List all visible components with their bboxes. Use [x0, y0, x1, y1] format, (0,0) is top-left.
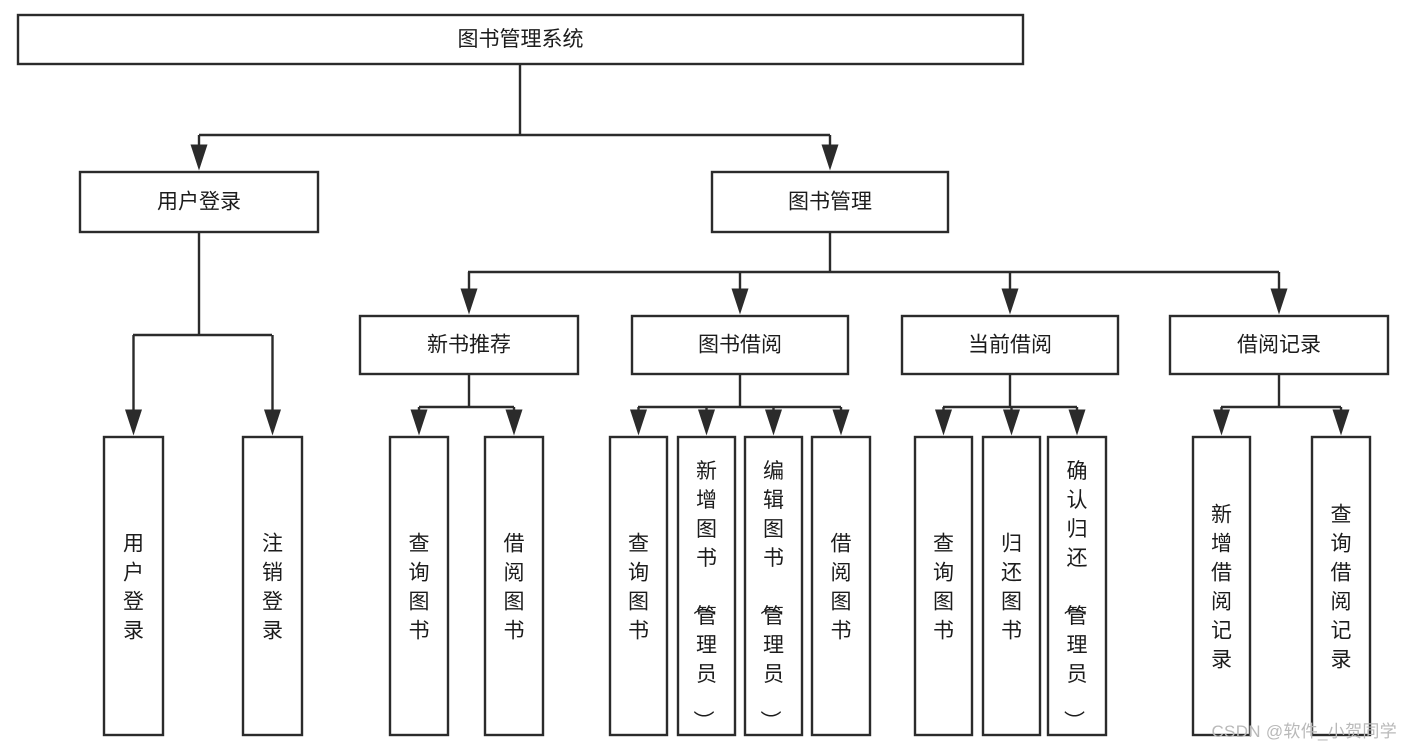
node-box-leaf-borrow-book-recommend [483, 435, 545, 737]
node-label-leaf-query-borrow-record: 查询借阅记录 [1331, 504, 1352, 672]
node-box-new-book-recommend [358, 314, 580, 376]
node-box-leaf-user-login [102, 435, 165, 737]
node-box-root [16, 13, 1025, 66]
node-box-book-borrow [630, 314, 850, 376]
node-leaf-user-login[interactable]: 用户登录 [102, 435, 165, 737]
node-box-leaf-edit-book-admin [743, 435, 804, 737]
node-leaf-borrow-book[interactable]: 借阅图书 [810, 435, 872, 737]
node-label-leaf-user-login: 用户登录 [123, 533, 144, 643]
node-label-leaf-query-book-current: 查询图书 [933, 533, 954, 643]
node-label-borrow-record: 借阅记录 [1237, 334, 1321, 357]
node-leaf-user-logout[interactable]: 注销登录 [241, 435, 304, 737]
node-box-leaf-confirm-return-admin [1046, 435, 1108, 737]
node-label-leaf-add-borrow-record: 新增借阅记录 [1211, 504, 1232, 672]
node-box-leaf-query-book-recommend [388, 435, 450, 737]
node-box-book-manage [710, 170, 950, 234]
node-label-leaf-confirm-return-admin: 确认归还（管理员） [1062, 460, 1088, 731]
node-borrow-record[interactable]: 借阅记录 [1168, 314, 1390, 376]
node-book-borrow[interactable]: 图书借阅 [630, 314, 850, 376]
node-book-manage[interactable]: 图书管理 [710, 170, 950, 234]
node-label-leaf-user-logout: 注销登录 [262, 533, 283, 643]
node-leaf-return-book[interactable]: 归还图书 [981, 435, 1042, 737]
node-label-root: 图书管理系统 [458, 28, 584, 51]
node-leaf-edit-book-admin[interactable]: 编辑图书（管理员） [743, 435, 804, 737]
node-label-leaf-query-book-borrow: 查询图书 [628, 533, 649, 643]
node-label-book-borrow: 图书借阅 [698, 334, 782, 357]
node-leaf-query-book-borrow[interactable]: 查询图书 [608, 435, 669, 737]
node-box-leaf-user-logout [241, 435, 304, 737]
node-new-book-recommend[interactable]: 新书推荐 [358, 314, 580, 376]
node-leaf-confirm-return-admin[interactable]: 确认归还（管理员） [1046, 435, 1108, 737]
node-box-leaf-query-book-current [913, 435, 974, 737]
node-leaf-add-borrow-record[interactable]: 新增借阅记录 [1191, 435, 1252, 737]
node-label-new-book-recommend: 新书推荐 [427, 334, 511, 357]
node-label-leaf-borrow-book-recommend: 借阅图书 [504, 533, 525, 643]
node-box-leaf-add-book-admin [676, 435, 737, 737]
node-box-leaf-add-borrow-record [1191, 435, 1252, 737]
node-leaf-borrow-book-recommend[interactable]: 借阅图书 [483, 435, 545, 737]
node-current-borrow[interactable]: 当前借阅 [900, 314, 1120, 376]
node-leaf-query-book-recommend[interactable]: 查询图书 [388, 435, 450, 737]
node-label-leaf-edit-book-admin: 编辑图书（管理员） [758, 460, 784, 731]
node-label-book-manage: 图书管理 [788, 191, 872, 214]
node-label-leaf-borrow-book: 借阅图书 [831, 533, 852, 643]
node-root[interactable]: 图书管理系统 [16, 13, 1025, 66]
csdn-watermark: CSDN @软件_小贺同学 [1211, 722, 1397, 741]
boxes-layer: 图书管理系统用户登录图书管理新书推荐图书借阅当前借阅借阅记录用户登录注销登录查询… [16, 13, 1390, 737]
node-label-current-borrow: 当前借阅 [968, 334, 1052, 357]
node-leaf-query-borrow-record[interactable]: 查询借阅记录 [1310, 435, 1372, 737]
node-label-leaf-return-book: 归还图书 [1001, 533, 1022, 643]
node-box-current-borrow [900, 314, 1120, 376]
node-box-leaf-query-book-borrow [608, 435, 669, 737]
node-label-user-login: 用户登录 [157, 191, 241, 214]
node-label-leaf-add-book-admin: 新增图书（管理员） [691, 460, 717, 731]
node-user-login[interactable]: 用户登录 [78, 170, 320, 234]
node-label-leaf-query-book-recommend: 查询图书 [409, 533, 430, 643]
node-leaf-query-book-current[interactable]: 查询图书 [913, 435, 974, 737]
node-box-user-login [78, 170, 320, 234]
node-box-leaf-query-borrow-record [1310, 435, 1372, 737]
node-box-leaf-return-book [981, 435, 1042, 737]
node-box-borrow-record [1168, 314, 1390, 376]
node-box-leaf-borrow-book [810, 435, 872, 737]
node-leaf-add-book-admin[interactable]: 新增图书（管理员） [676, 435, 737, 737]
connectors-layer [125, 64, 1350, 436]
